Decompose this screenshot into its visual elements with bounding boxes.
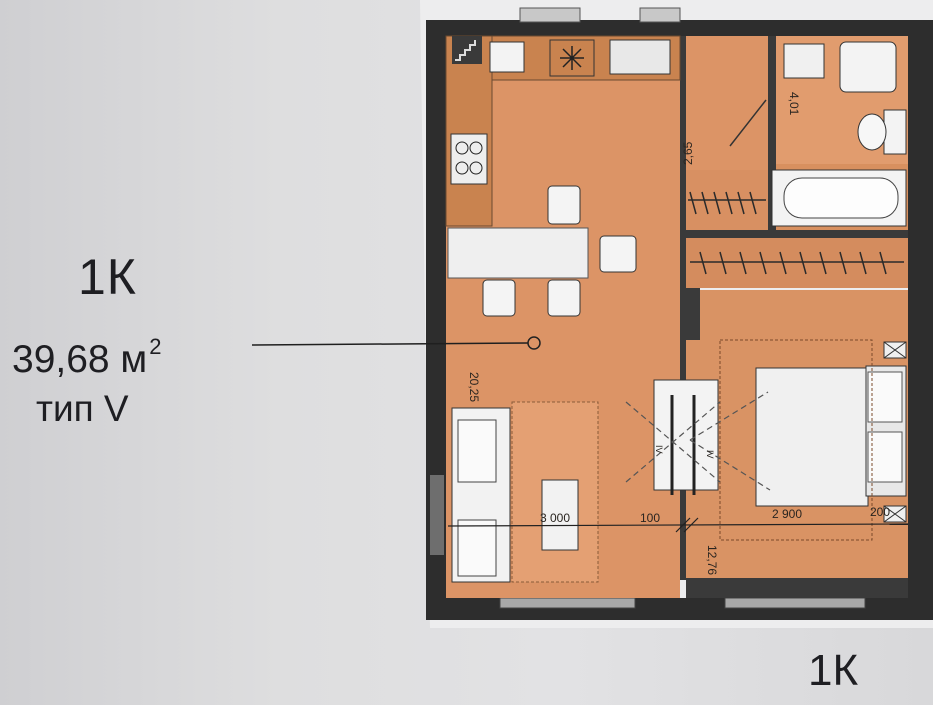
door-swing-icon bbox=[729, 99, 767, 147]
coffee-table bbox=[541, 479, 579, 551]
bathtub-icon bbox=[771, 169, 907, 227]
area-bedroom: 12,76 bbox=[705, 545, 719, 575]
window-top-1 bbox=[519, 7, 581, 23]
sliding-wardrobe bbox=[653, 379, 719, 491]
wardrobe-hangers-2 bbox=[690, 251, 904, 275]
exterior-wall-top bbox=[426, 20, 933, 36]
washing-machine-icon bbox=[783, 43, 825, 79]
bedroom-rug bbox=[719, 339, 873, 541]
wall-living-bedroom bbox=[680, 36, 686, 580]
dim-partition: 100 bbox=[640, 511, 660, 525]
chair-icon bbox=[599, 235, 637, 273]
unit-area-value: 39,68 м bbox=[12, 338, 148, 381]
wardrobe-hangers-1 bbox=[688, 191, 766, 215]
window-top-2 bbox=[639, 7, 681, 23]
gas-meter-icon bbox=[549, 39, 595, 77]
room-marker-right: IV bbox=[705, 450, 715, 459]
ventilation-shaft-icon bbox=[452, 36, 482, 64]
stove-icon bbox=[450, 133, 488, 185]
leader-line bbox=[251, 342, 529, 346]
kitchen-counter-left bbox=[445, 35, 493, 227]
area-hall: 2,65 bbox=[681, 141, 695, 165]
wall-hall-bath bbox=[768, 36, 776, 236]
bathroom-sink-icon bbox=[839, 41, 897, 93]
window-bottom-1 bbox=[499, 597, 636, 609]
dimension-tick bbox=[675, 517, 691, 533]
chair-icon bbox=[547, 279, 581, 317]
window-marker-icon bbox=[883, 341, 907, 523]
sofa-icon bbox=[451, 407, 511, 583]
dim-edge: 200 bbox=[870, 505, 890, 519]
room-marker-left: IV bbox=[654, 445, 664, 454]
hall-room bbox=[686, 36, 772, 170]
unit-type: тип V bbox=[36, 388, 129, 429]
kitchen-sink-icon bbox=[489, 41, 525, 73]
dim-living-width: 3 000 bbox=[540, 511, 570, 525]
toilet-icon bbox=[857, 109, 907, 155]
unit-area-superscript: 2 bbox=[149, 334, 162, 359]
wardrobe-2 bbox=[686, 238, 908, 288]
unit-title: 1К bbox=[78, 249, 137, 305]
area-living-kitchen: 20,25 bbox=[467, 372, 481, 402]
area-bathroom: 4,01 bbox=[787, 92, 801, 116]
dining-table bbox=[447, 227, 589, 279]
dimension-line bbox=[447, 523, 909, 527]
exterior-wall-right bbox=[908, 20, 933, 620]
dining-chairs bbox=[482, 185, 637, 317]
window-left bbox=[430, 475, 444, 555]
wall-corridor bbox=[686, 288, 700, 340]
bed-icon bbox=[755, 365, 907, 507]
wall-bath-wardrobe bbox=[686, 230, 908, 238]
chair-icon bbox=[547, 185, 581, 225]
dim-bedroom-width: 2 900 bbox=[772, 507, 802, 521]
wall-bedroom-bottom bbox=[686, 578, 908, 598]
window-bottom-2 bbox=[724, 597, 866, 609]
door-sightlines bbox=[625, 391, 771, 491]
chair-icon bbox=[482, 279, 516, 317]
unit-area: 39,68 м2 bbox=[12, 334, 162, 382]
exterior-wall-left bbox=[426, 20, 446, 620]
dimension-tick bbox=[683, 517, 699, 533]
next-unit-label: 1К bbox=[808, 646, 859, 695]
fridge-icon bbox=[609, 39, 671, 75]
